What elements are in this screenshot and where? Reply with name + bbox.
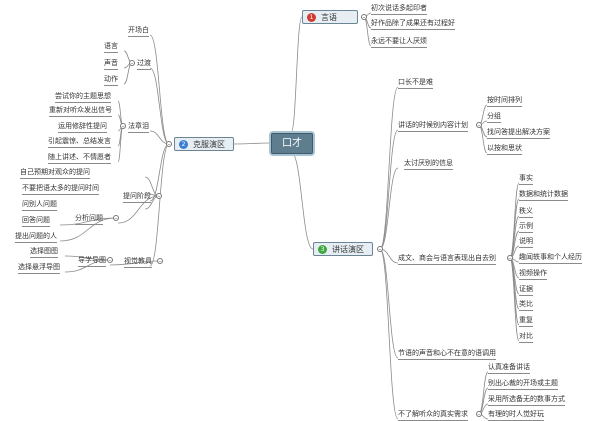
connector xyxy=(478,124,488,154)
list-item[interactable]: 重复 xyxy=(519,316,533,327)
list-item[interactable]: 重新对听众发出信号 xyxy=(49,106,112,117)
collapse-icon[interactable]: – xyxy=(156,193,162,200)
list-item[interactable]: 证据 xyxy=(519,285,533,296)
connector xyxy=(379,248,399,420)
branch-label: 讲话演区 xyxy=(332,245,364,254)
connector xyxy=(379,86,399,250)
sub-topic[interactable]: 口长不是难 xyxy=(398,78,433,89)
branch-speech[interactable]: 3 讲话演区 xyxy=(313,242,373,256)
list-item[interactable]: 语言 xyxy=(104,42,118,53)
list-item[interactable]: 动作 xyxy=(104,75,118,86)
collapse-icon[interactable]: – xyxy=(129,60,135,67)
list-item[interactable]: 声音 xyxy=(104,59,118,70)
connector xyxy=(117,195,160,224)
connector xyxy=(233,142,272,145)
list-item[interactable]: 以按和思状 xyxy=(487,144,522,155)
list-item[interactable]: 尝试你的主题思想 xyxy=(55,92,111,103)
collapse-icon[interactable]: – xyxy=(476,122,482,129)
sub-topic[interactable]: 导学导图 xyxy=(78,256,106,267)
connector xyxy=(149,34,170,145)
list-item[interactable]: 别出心裁的开场或主题 xyxy=(488,379,558,390)
collapse-icon[interactable]: – xyxy=(166,141,172,148)
connector xyxy=(149,67,170,145)
number-badge-icon: 1 xyxy=(307,13,316,22)
sub-topic[interactable]: 视觉教具 xyxy=(124,257,152,268)
sub-topic[interactable]: 分析问题 xyxy=(75,214,103,225)
connector xyxy=(509,257,520,342)
branch-opening[interactable]: 1 言语 xyxy=(302,10,358,24)
connector xyxy=(379,248,399,359)
collapse-icon[interactable]: – xyxy=(120,123,126,130)
list-item[interactable]: 运用修辞性提问 xyxy=(58,122,107,133)
connector xyxy=(290,151,314,250)
collapse-icon[interactable]: – xyxy=(476,411,482,418)
list-item[interactable]: 类比 xyxy=(519,300,533,311)
list-item[interactable]: 提出问题的人 xyxy=(15,232,57,243)
connector xyxy=(149,143,170,267)
list-item[interactable]: 引起震惊、总结发言 xyxy=(48,137,111,148)
list-item[interactable]: 数据和统计数据 xyxy=(519,190,568,201)
branch-label: 言语 xyxy=(321,13,337,22)
list-item[interactable]: 回答问题 xyxy=(22,216,50,227)
list-item[interactable]: 问别人问题 xyxy=(22,200,57,211)
list-item[interactable]: 说明 xyxy=(519,237,533,248)
list-item[interactable]: 好作品除了成果还有过程好 xyxy=(371,19,455,30)
list-item[interactable]: 采用所选备无的数事方式 xyxy=(488,395,565,406)
list-item[interactable]: 选择悬浮导图 xyxy=(18,263,60,274)
sub-topic[interactable]: 成文、商会与语言表现出自去别 xyxy=(398,254,496,265)
list-item[interactable]: 找问答提出解决方案 xyxy=(487,128,550,139)
collapse-icon[interactable]: – xyxy=(361,14,367,21)
list-item[interactable]: 永远不要让人厌烦 xyxy=(371,37,427,48)
list-item[interactable]: 认真准备讲话 xyxy=(488,363,530,374)
sub-topic[interactable]: 法章泪 xyxy=(128,122,149,133)
collapse-icon[interactable]: – xyxy=(377,246,383,253)
connector xyxy=(509,198,520,259)
sub-topic[interactable]: 节语的声音和心不在意的语调用 xyxy=(398,349,496,360)
list-item[interactable]: 不要把语太多的提问时间 xyxy=(22,184,99,195)
list-item[interactable]: 视频操作 xyxy=(519,269,547,280)
list-item[interactable]: 分组 xyxy=(487,112,501,123)
list-item[interactable]: 初次说话多起印者 xyxy=(371,4,427,15)
branch-overcome[interactable]: 2 克服演区 xyxy=(174,137,234,151)
sub-topic[interactable]: 不了解听众的真实需求 xyxy=(398,410,468,421)
branch-label: 克服演区 xyxy=(193,140,225,149)
sub-topic[interactable]: 提问阶段 xyxy=(123,192,151,203)
number-badge-icon: 2 xyxy=(179,140,188,149)
list-item[interactable]: 选择图图 xyxy=(30,247,58,258)
list-item[interactable]: 自己预期对观众的提问 xyxy=(20,168,90,179)
collapse-icon[interactable]: – xyxy=(113,215,119,222)
collapse-icon[interactable]: – xyxy=(107,257,113,264)
root-node[interactable]: 口才 xyxy=(271,133,313,154)
sub-topic[interactable]: 讲话的时候别内容计划 xyxy=(398,121,468,132)
connector xyxy=(109,260,161,266)
sub-topic[interactable]: 过渡 xyxy=(137,59,151,70)
connector xyxy=(379,129,399,250)
connector xyxy=(59,217,117,242)
collapse-icon[interactable]: – xyxy=(507,255,513,262)
list-item[interactable]: 有理的时人觉好玩 xyxy=(488,410,544,421)
list-item[interactable]: 对比 xyxy=(519,332,533,343)
list-item[interactable]: 事实 xyxy=(519,174,533,185)
number-badge-icon: 3 xyxy=(318,245,327,254)
list-item[interactable]: 趣闻轶事和个人经历 xyxy=(519,253,582,264)
connector xyxy=(117,125,124,163)
list-item[interactable]: 示例 xyxy=(519,222,533,233)
connector xyxy=(379,167,399,250)
list-item[interactable]: 随上讲述、不情愿者 xyxy=(48,153,111,164)
sub-topic[interactable]: 太讨厌别的信息 xyxy=(404,159,453,170)
connector xyxy=(290,16,303,134)
list-item[interactable]: 按时间排列 xyxy=(487,96,522,107)
connector xyxy=(478,371,489,415)
list-item[interactable]: 秩义 xyxy=(519,207,533,218)
list-item[interactable]: 开场白 xyxy=(128,26,149,37)
collapse-icon[interactable]: – xyxy=(157,258,163,265)
